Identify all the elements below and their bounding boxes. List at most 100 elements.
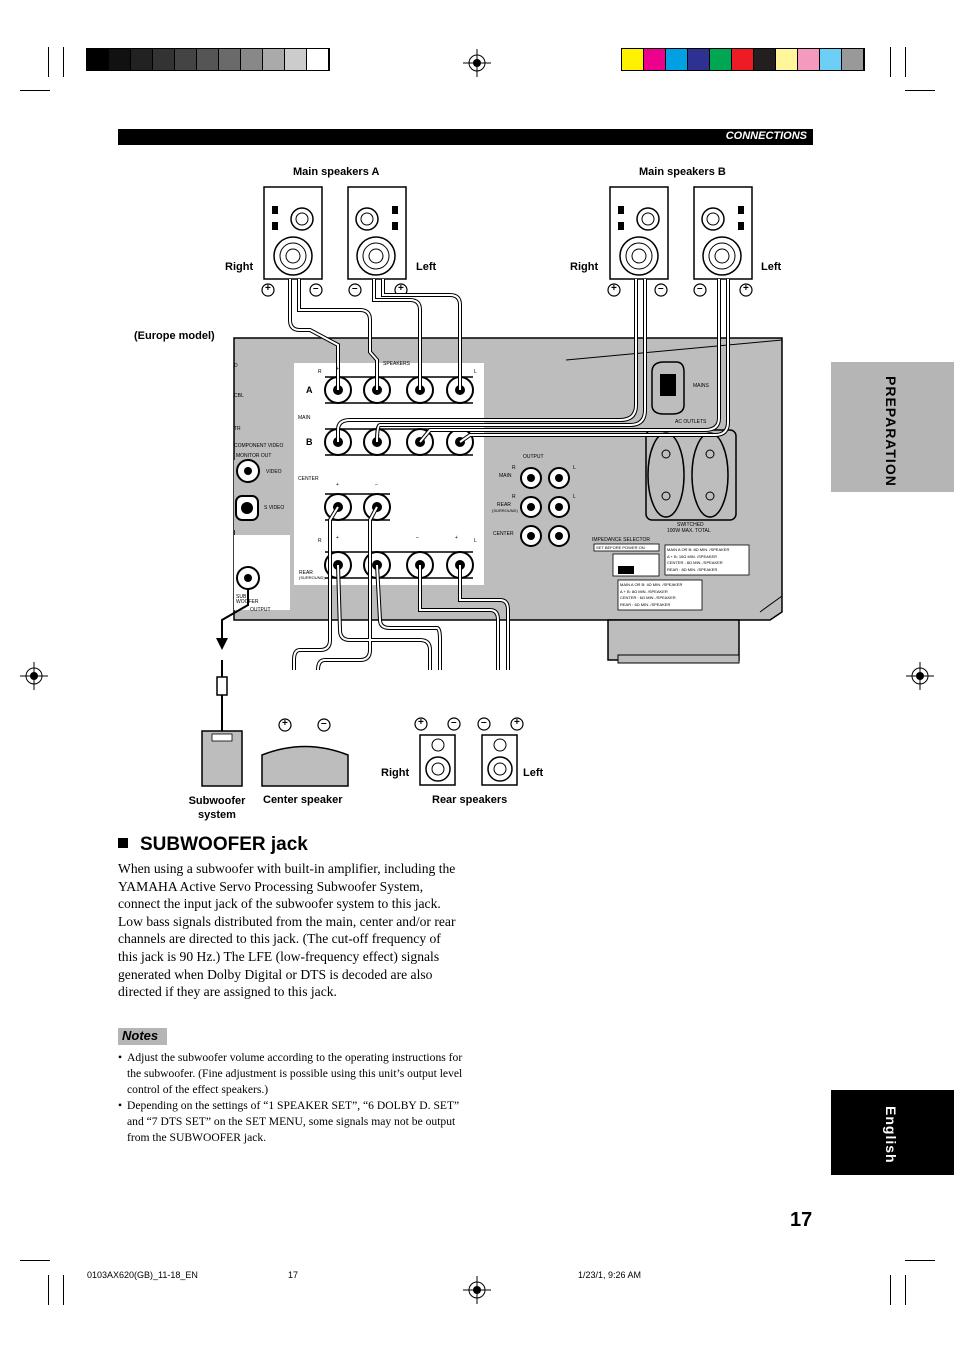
color-swatch [197, 49, 219, 70]
color-swatch [175, 49, 197, 70]
impedance-row: REAR : 6Ω MIN. /SPEAKER [620, 601, 671, 607]
panel-label-impedance-selector: IMPEDANCE SELECTOR [592, 537, 650, 543]
crop-mark [63, 1275, 64, 1305]
crop-mark [48, 47, 49, 77]
panel-label-max-total: 100W MAX. TOTAL [667, 528, 711, 534]
crop-mark [63, 47, 64, 77]
label-center-speaker: Center speaker [263, 794, 343, 806]
label-rear-right: Right [381, 767, 410, 779]
panel-label-rear: REAR [299, 570, 313, 576]
color-swatch [776, 49, 798, 70]
panel-label-s-video: S VIDEO [264, 505, 285, 511]
crop-mark [905, 1275, 906, 1305]
crop-mark [905, 1260, 935, 1261]
color-swatch [798, 49, 820, 70]
polarity-minus: – [658, 283, 664, 294]
side-tab-english: English [831, 1090, 954, 1175]
color-swatch [842, 49, 864, 70]
panel-label-a: A [306, 385, 313, 395]
impedance-row: CENTER : 6Ω MIN. /SPEAKER [620, 595, 676, 600]
registration-target-icon [463, 49, 491, 77]
panel-label-rca-rear: REAR [497, 502, 511, 508]
panel-label-video: VIDEO [266, 469, 282, 475]
panel-label-switched: SWITCHED [677, 522, 704, 528]
impedance-row: MAIN A OR B: 4Ω MIN. /SPEAKER [620, 582, 683, 587]
panel-label-plus: + [336, 482, 339, 488]
color-swatch [109, 49, 131, 70]
side-tab-preparation-label: PREPARATION [883, 376, 899, 487]
section-bullet-icon [118, 838, 128, 848]
side-tab-english-label: English [883, 1106, 899, 1164]
panel-label-plus: + [336, 366, 339, 372]
page-number: 17 [790, 1209, 813, 1231]
notes-heading-box: Notes [118, 1028, 167, 1045]
polarity-plus: + [418, 717, 424, 728]
crop-mark [905, 90, 935, 91]
impedance-row: A + B: 8Ω MIN. /SPEAKER [620, 588, 668, 594]
label-right-a: Right [225, 261, 254, 273]
color-swatch [153, 49, 175, 70]
panel-label-cbl: CBL [234, 393, 244, 399]
panel-label-b: B [306, 437, 313, 447]
panel-label-sub-woofer: SUB WOOFER [236, 594, 259, 605]
panel-label-output: OUTPUT [250, 607, 271, 613]
panel-label-plus: + [455, 535, 458, 541]
panel-label-minus: – [416, 535, 419, 541]
impedance-table-top: MAIN A OR B: 8Ω MIN. /SPEAKER A + B: 16Ω… [667, 547, 749, 573]
color-swatch [241, 49, 263, 70]
polarity-minus: – [352, 283, 358, 294]
panel-label-monitor-out: MONITOR OUT [236, 453, 272, 459]
panel-label-rca-l: L [573, 494, 576, 500]
color-swatch [666, 49, 688, 70]
wiring-diagram [216, 186, 783, 670]
panel-label-component-video: COMPONENT VIDEO [234, 443, 284, 449]
impedance-row: CENTER : 8Ω MIN. /SPEAKER [667, 560, 723, 565]
polarity-plus: + [265, 283, 271, 294]
polarity-minus: – [451, 717, 457, 728]
panel-label-rca-surround: (SURROUND) [492, 508, 518, 513]
panel-label-rca-output: OUTPUT [523, 454, 544, 460]
footer-file: 0103AX620(GB)_11-18_EN [87, 1270, 198, 1280]
panel-label-ac-outlets: AC OUTLETS [675, 419, 707, 425]
panel-label-speakers: SPEAKERS [383, 361, 410, 367]
color-swatch [754, 49, 776, 70]
section-title-text: SUBWOOFER jack [140, 834, 308, 855]
polarity-plus: + [514, 717, 520, 728]
side-tab-preparation: PREPARATION [831, 362, 954, 492]
panel-label-rca-center: CENTER [493, 531, 514, 537]
color-swatch [131, 49, 153, 70]
panel-label-minus: – [375, 482, 378, 488]
impedance-row: MAIN A OR B: 8Ω MIN. /SPEAKER [667, 547, 730, 552]
receiver-foot [607, 619, 740, 661]
polarity-plus: + [282, 718, 288, 729]
color-swatch [732, 49, 754, 70]
panel-label-rca-l: L [573, 465, 576, 471]
label-main-speakers-b: Main speakers B [639, 166, 726, 178]
panel-label-d: D [234, 363, 238, 369]
impedance-row: REAR : 8Ω MIN. /SPEAKER [667, 566, 718, 572]
label-europe-model: (Europe model) [134, 330, 215, 342]
label-left-b: Left [761, 261, 782, 273]
panel-label-center: CENTER [298, 476, 319, 482]
label-left-a: Left [416, 261, 437, 273]
center-speaker-box [261, 745, 349, 787]
color-registration-bar [621, 48, 865, 71]
polarity-minus: – [481, 717, 487, 728]
crop-mark [890, 1275, 891, 1305]
polarity-minus: – [697, 283, 703, 294]
panel-label-rca-r: R [512, 465, 516, 471]
label-rear-left: Left [523, 767, 544, 779]
polarity-minus: – [321, 718, 327, 729]
panel-label-l: L [474, 538, 477, 544]
impedance-row: A + B: 16Ω MIN. /SPEAKER [667, 553, 718, 559]
panel-label-main: MAIN [298, 415, 311, 421]
registration-target-icon [463, 1276, 491, 1304]
subwoofer-cable [221, 589, 249, 640]
crop-mark [905, 47, 906, 77]
section-header-label: CONNECTIONS [725, 130, 807, 142]
panel-label-rca-r: R [512, 494, 516, 500]
panel-label-surround: (SURROUND) [299, 575, 325, 580]
registration-target-icon [20, 662, 48, 690]
polarity-minus: – [313, 283, 319, 294]
panel-label-mains: MAINS [693, 383, 709, 389]
